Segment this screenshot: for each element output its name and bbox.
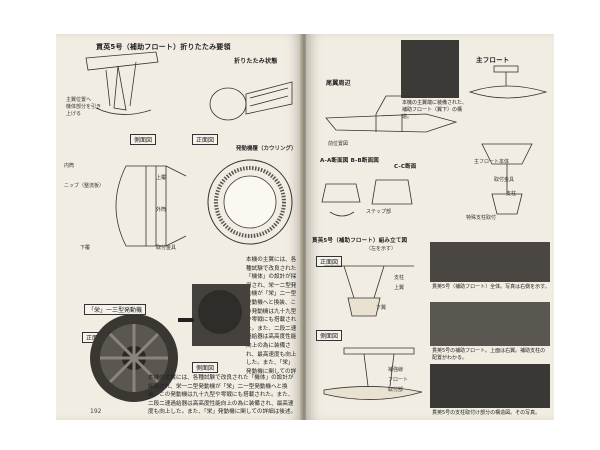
float-label-special: 特殊支柱取付 — [466, 215, 497, 221]
assembly-title: 貫英5号（補助フロート）組み立て図 — [312, 238, 408, 244]
float-side-drawing — [325, 95, 458, 133]
float-front-drawing — [481, 143, 533, 215]
cowl-label-lower: 下覆 — [80, 245, 91, 251]
fold-diagram — [85, 51, 159, 115]
side-section-title: A-A断面図 B-B断面図 — [320, 158, 379, 164]
side-view-label: 側面図 — [130, 134, 157, 145]
float-section-title: 尾翼周辺 — [326, 80, 351, 87]
assembly-subtitle: （左を示す） — [366, 246, 397, 252]
float-photo-1 — [401, 40, 459, 98]
main-float-sketch — [468, 65, 548, 99]
engine-photo — [90, 284, 250, 402]
float-label-step: ステップ部 — [366, 209, 392, 215]
cowling-side-drawing — [115, 165, 187, 247]
assembly-label-mount: 取付部 — [388, 387, 404, 393]
open-book: 貫英5号（補助フロート）折りたたみ要領 主翼位置へ 機体部分を引き 上げる 折り… — [56, 34, 554, 420]
float-label-body: 主フロート本体 — [474, 159, 510, 165]
assembly-label-float: フロート — [388, 377, 409, 383]
cowl-label-inner: 内筒 — [64, 163, 75, 169]
assembly-side-view: 側面図 — [316, 330, 343, 341]
engine-cover-label: 発動機覆（カウリング） — [236, 146, 297, 152]
photo4-caption: 貫英5号の支柱取付け部分の構造図。その写真。 — [432, 410, 541, 416]
assembly-front-view: 正面図 — [316, 256, 343, 267]
assembly-label-wire: 補強線 — [388, 367, 404, 373]
float-label-strut: 支柱 — [506, 191, 517, 197]
main-float-title: 主フロート — [476, 56, 510, 64]
cowl-label-outer: 外筒 — [156, 207, 167, 213]
left-figure-title: 貫英5号（補助フロート）折りたたみ要領 — [96, 43, 231, 51]
cowl-label-fitting: 取付金具 — [156, 245, 177, 251]
assembly-label-strut: 支柱 — [394, 275, 405, 281]
assembly-side-drawing — [323, 347, 423, 400]
section-drawings — [321, 179, 413, 217]
front-view-label: 正面図 — [192, 134, 219, 145]
fold-note-3: 上げる — [66, 111, 82, 117]
cowl-label-nib: ニッブ（整流板） — [64, 183, 105, 189]
assembly-front-drawing — [324, 265, 414, 317]
fold-state-label: 折りたたみ状態 — [234, 58, 278, 65]
cowl-label-upper: 上覆 — [156, 175, 167, 181]
float-photo-2 — [430, 242, 550, 282]
left-page: 貫英5号（補助フロート）折りたたみ要領 主翼位置へ 機体部分を引き 上げる 折り… — [56, 34, 302, 420]
cowling-front-drawing — [207, 159, 293, 245]
float-photo-3 — [430, 302, 550, 346]
left-side-text: 本機の主翼には、各種試験で改良された「機体」の設計が採用され、栄一二型発動機が「… — [246, 257, 297, 374]
folded-state-sketch — [209, 81, 293, 121]
float-view-label: 前位置図 — [328, 141, 349, 147]
left-body-text: 本機の主翼には、各種試験で改良された「機体」の設計が採用され、栄一二型発動機が「… — [148, 375, 297, 416]
right-page: 本機の主翼端に装備された、補助フロート（翼下）の構造。 主フロート 尾翼周辺 前… — [306, 34, 554, 420]
assembly-label-upper: 上翼 — [394, 285, 405, 291]
float-photo-4 — [430, 364, 550, 408]
photo2-caption: 貫英5号（補助フロート）全体。写真は右側を示す。 — [432, 284, 550, 290]
fold-note-1: 主翼位置へ — [66, 97, 92, 103]
photo3-caption: 貫英5号の補助フロート。上面は右翼。補助支柱の配置がわかる。 — [432, 348, 546, 361]
fold-note-2: 機体部分を引き — [66, 104, 102, 110]
c-section-title: C-C断面 — [394, 164, 417, 170]
float-label-fitting: 取付金具 — [494, 177, 515, 183]
photo1-caption: 本機の主翼端に装備された、補助フロート（翼下）の構造。 — [402, 100, 468, 120]
engine-side-label: 側面図 — [192, 362, 219, 373]
book-gutter — [300, 34, 308, 420]
page-number: 192 — [90, 408, 102, 415]
engine-caption: 「栄」一三型発動機 — [84, 304, 147, 315]
assembly-label-lower: 下翼 — [376, 305, 387, 311]
